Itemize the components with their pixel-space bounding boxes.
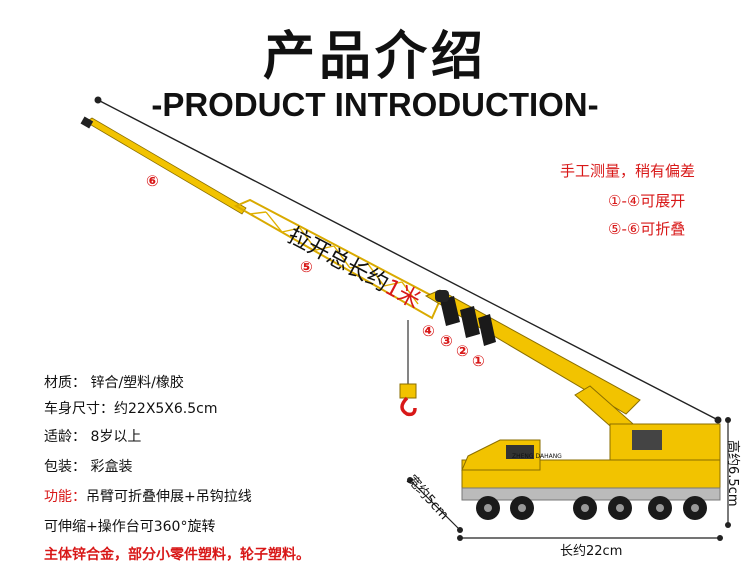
boom-tip	[85, 117, 247, 215]
truck-label: ZHENG DAHANG	[512, 453, 562, 460]
boom-dimension-line	[97, 99, 719, 421]
marker-2: ②	[456, 342, 469, 360]
spec-material-note: 主体锌合金，部分小零件塑料，轮子塑料。	[44, 547, 310, 563]
hook	[400, 396, 417, 417]
marker-5: ⑤	[300, 258, 313, 276]
spec-material: 材质： 锌合/塑料/橡胶	[44, 375, 184, 391]
marker-1: ①	[472, 352, 485, 370]
expand-note: ①-④可展开	[608, 192, 686, 210]
marker-4: ④	[422, 322, 435, 340]
spec-age: 适龄： 8岁以上	[44, 429, 142, 445]
height-label: 高约6.5cm	[725, 440, 740, 507]
marker-3: ③	[440, 332, 453, 350]
spec-package: 包装： 彩盒装	[44, 459, 133, 475]
marker-6: ⑥	[146, 172, 159, 190]
spec-size: 车身尺寸：约22X5X6.5cm	[44, 401, 218, 417]
spec-function: 功能：吊臂可折叠伸展+吊钩拉线	[44, 486, 252, 506]
boom-dimension-dot	[94, 96, 102, 104]
page-title: 产品介绍	[262, 27, 487, 87]
width-dimension-line	[409, 479, 461, 531]
spec-rotation: 可伸缩+操作台可360°旋转	[44, 519, 216, 535]
fold-note: ⑤-⑥可折叠	[608, 220, 686, 238]
spec-function-label: 功能：	[44, 489, 86, 505]
boom-dimension-dot	[714, 416, 722, 424]
measure-note: 手工测量，稍有偏差	[560, 162, 696, 180]
length-label: 长约22cm	[560, 544, 623, 559]
page-subtitle: -PRODUCT INTRODUCTION-	[151, 86, 599, 123]
crane-cabin	[609, 423, 721, 465]
spec-function-value: 吊臂可折叠伸展+吊钩拉线	[86, 489, 252, 505]
